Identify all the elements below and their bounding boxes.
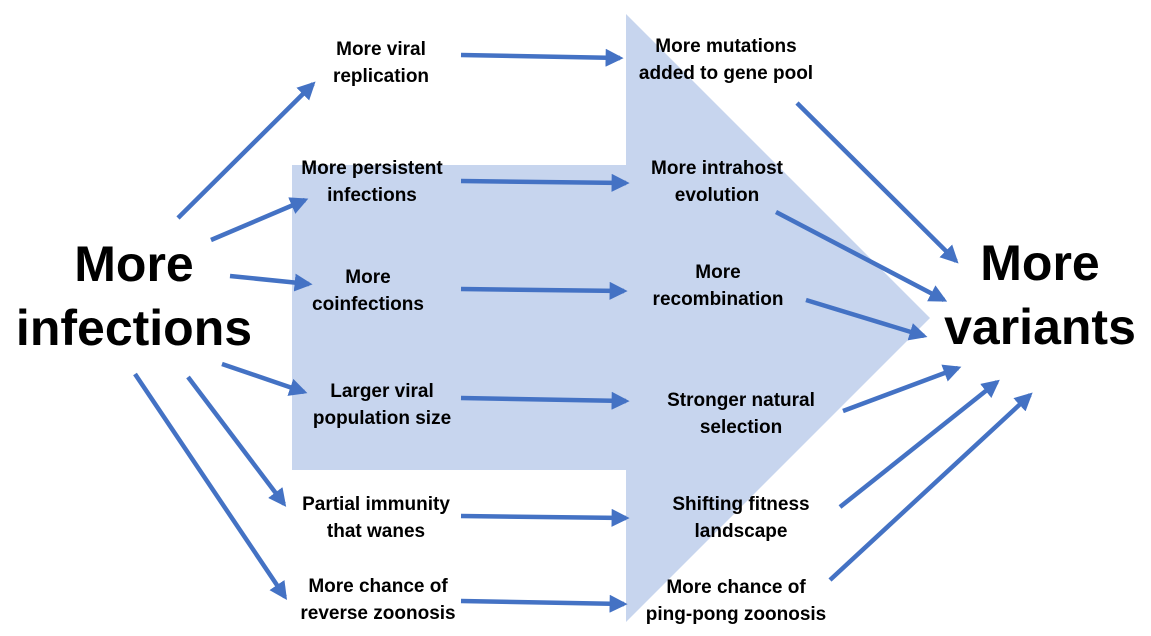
effect-line1: More mutations [655,36,797,57]
cause-more-persistent-infections: More persistent infections [301,155,442,209]
arrow-recombination-to-variants [805,297,928,341]
cause-line2: replication [332,66,430,87]
cause-line1: Larger viral [330,381,434,402]
arrow-intrahost-to-variants [774,210,948,302]
cause-line2: reverse zoonosis [300,603,456,624]
effect-more-mutations-added-to-gene-pool: More mutations added to gene pool [639,33,813,87]
cause-larger-viral-population-size: Larger viral population size [313,378,451,432]
cause-line1: More viral [336,39,426,60]
arrow-coinfections-to-recombination [460,281,628,300]
cause-line2: coinfections [312,294,424,315]
background-arrow-shape [292,14,930,622]
effect-shifting-fitness-landscape: Shifting fitness landscape [672,491,809,545]
cause-line2: infections [327,185,417,206]
target-more-variants: More variants [944,231,1136,359]
effect-line1: More intrahost [651,158,783,179]
effect-line2: ping-pong zoonosis [645,604,827,625]
arrow-infections-to-population [221,361,308,396]
effect-line1: Shifting fitness [672,494,810,515]
target-line2: variants [944,299,1136,355]
cause-partial-immunity-that-wanes: Partial immunity that wanes [302,491,450,545]
effect-more-recombination: More recombination [653,259,784,313]
arrow-infections-to-coinfections [229,273,313,292]
cause-more-viral-replication: More viral replication [333,36,429,90]
effect-line1: More chance of [666,577,806,598]
source-line1: More [74,236,194,292]
target-line1: More [980,235,1100,291]
cause-more-chance-of-reverse-zoonosis: More chance of reverse zoonosis [300,573,455,627]
cause-line1: More chance of [308,576,448,597]
effect-line2: added to gene pool [638,63,814,84]
effect-line1: More [695,262,741,283]
cause-line1: More persistent [301,158,443,179]
effect-more-chance-of-ping-pong-zoonosis: More chance of ping-pong zoonosis [646,574,826,628]
arrow-infections-to-immunity [186,375,287,507]
cause-line1: Partial immunity [302,494,450,515]
arrow-infections-to-reverse-zoonosis [133,372,288,600]
cause-line2: population size [312,408,452,429]
cause-line1: More [345,267,391,288]
arrow-immunity-to-fitness [460,508,630,527]
effect-stronger-natural-selection: Stronger natural selection [667,387,815,441]
arrow-fitness-to-variants [838,379,1000,509]
effect-more-intrahost-evolution: More intrahost evolution [651,155,783,209]
effect-line2: evolution [674,185,760,206]
arrow-pingpong-to-variants [828,392,1033,582]
arrow-selection-to-variants [842,364,962,414]
arrow-replication-to-mutations [460,48,624,67]
arrow-infections-to-replication [176,81,316,220]
source-more-infections: More infections [16,232,252,360]
arrow-persistent-to-intrahost [460,173,630,192]
effect-line2: selection [699,417,783,438]
arrow-mutations-to-variants [795,101,959,264]
effect-line2: landscape [694,521,788,542]
effect-line1: Stronger natural [667,390,815,411]
arrow-reverse-to-pingpong [460,594,628,613]
arrow-infections-to-persistent [210,197,309,243]
arrow-population-to-selection [460,391,630,410]
effect-line2: recombination [652,289,784,310]
cause-line2: that wanes [326,521,426,542]
cause-more-coinfections: More coinfections [312,264,424,318]
source-line2: infections [15,300,253,356]
